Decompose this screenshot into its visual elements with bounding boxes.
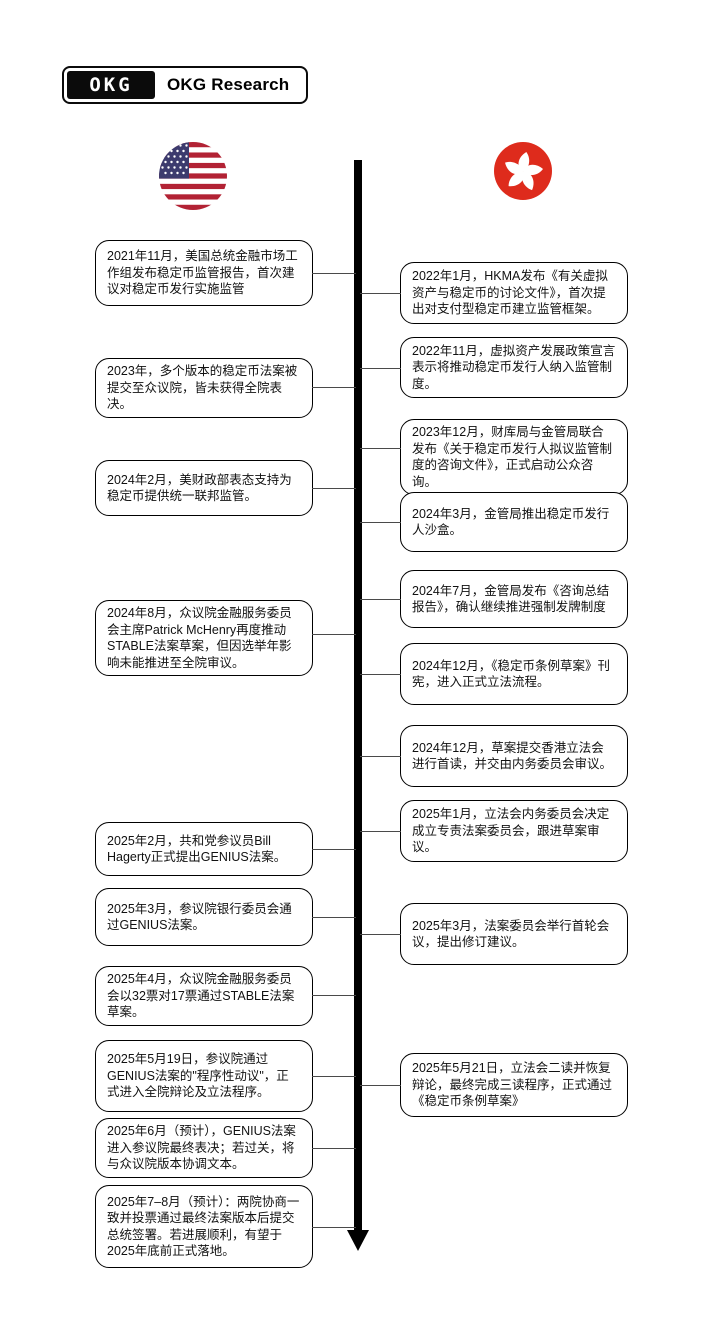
connector-line: [312, 1076, 356, 1078]
connector-line: [312, 488, 356, 490]
timeline-event-box-hk-3: 2024年3月，金管局推出稳定币发行人沙盒。: [400, 492, 628, 552]
timeline-event-box-hk-2: 2023年12月，财库局与金管局联合发布《关于稳定币发行人拟议监管制度的咨询文件…: [400, 419, 628, 495]
connector-line: [360, 293, 401, 295]
timeline-event-text: 2025年5月21日，立法会二读并恢复辩论，最终完成三读程序，正式通过《稳定币条…: [412, 1061, 613, 1109]
connector-line: [360, 1085, 401, 1087]
timeline-axis: [354, 160, 362, 1232]
timeline-event-box-hk-4: 2024年7月，金管局发布《咨询总结报告》，确认继续推进强制发牌制度: [400, 570, 628, 628]
connector-line: [312, 273, 356, 275]
connector-line: [360, 448, 401, 450]
timeline-event-box-hk-1: 2022年11月，虚拟资产发展政策宣言表示将推动稳定币发行人纳入监管制度。: [400, 337, 628, 398]
timeline-event-text: 2023年12月，财库局与金管局联合发布《关于稳定币发行人拟议监管制度的咨询文件…: [412, 425, 613, 489]
connector-line: [312, 387, 356, 389]
timeline-event-box-us-3: 2024年8月，众议院金融服务委员会主席Patrick McHenry再度推动S…: [95, 600, 313, 676]
timeline-event-box-hk-9: 2025年5月21日，立法会二读并恢复辩论，最终完成三读程序，正式通过《稳定币条…: [400, 1053, 628, 1117]
timeline-event-text: 2024年8月，众议院金融服务委员会主席Patrick McHenry再度推动S…: [107, 606, 292, 670]
timeline-event-text: 2024年2月，美财政部表态支持为稳定币提供统一联邦监管。: [107, 472, 292, 504]
connector-line: [360, 599, 401, 601]
timeline-event-text: 2025年1月，立法会内务委员会决定成立专责法案委员会，跟进草案审议。: [412, 807, 610, 855]
timeline-event-text: 2022年11月，虚拟资产发展政策宣言表示将推动稳定币发行人纳入监管制度。: [412, 343, 616, 391]
connector-line: [360, 522, 401, 524]
hk-flag-icon: [494, 142, 552, 200]
timeline-event-text: 2024年12月，《稳定币条例草案》刊宪，进入正式立法流程。: [412, 658, 610, 690]
okg-logo: OKG OKG Research: [62, 66, 309, 104]
timeline-event-box-hk-0: 2022年1月，HKMA发布《有关虚拟资产与稳定币的讨论文件》，首次提出对支付型…: [400, 262, 628, 324]
timeline-event-box-hk-6: 2024年12月，草案提交香港立法会进行首读，并交由内务委员会审议。: [400, 725, 628, 787]
connector-line: [360, 756, 401, 758]
timeline-event-text: 2021年11月，美国总统金融市场工作组发布稳定币监管报告，首次建议对稳定币发行…: [107, 249, 298, 297]
connector-line: [360, 831, 401, 833]
timeline-event-text: 2025年5月19日，参议院通过GENIUS法案的"程序性动议"，正式进入全院辩…: [107, 1052, 289, 1100]
timeline-event-text: 2022年1月，HKMA发布《有关虚拟资产与稳定币的讨论文件》，首次提出对支付型…: [412, 269, 608, 317]
timeline-event-text: 2025年7–8月（预计）：两院协商一致并投票通过最终法案版本后提交总统签署。若…: [107, 1194, 300, 1259]
connector-line: [312, 917, 356, 919]
timeline-event-text: 2025年3月，法案委员会举行首轮会议，提出修订建议。: [412, 918, 610, 950]
connector-line: [312, 633, 356, 635]
connector-line: [312, 849, 356, 851]
timeline-event-box-us-7: 2025年5月19日，参议院通过GENIUS法案的"程序性动议"，正式进入全院辩…: [95, 1040, 313, 1112]
timeline-event-box-us-0: 2021年11月，美国总统金融市场工作组发布稳定币监管报告，首次建议对稳定币发行…: [95, 240, 313, 306]
us-flag-icon: [159, 142, 227, 210]
timeline-event-box-us-9: 2025年7–8月（预计）：两院协商一致并投票通过最终法案版本后提交总统签署。若…: [95, 1185, 313, 1268]
timeline-event-box-hk-7: 2025年1月，立法会内务委员会决定成立专责法案委员会，跟进草案审议。: [400, 800, 628, 862]
connector-line: [360, 674, 401, 676]
connector-line: [360, 934, 401, 936]
timeline-event-text: 2025年3月，参议院银行委员会通过GENIUS法案。: [107, 901, 292, 933]
timeline-event-text: 2023年，多个版本的稳定币法案被提交至众议院，皆未获得全院表决。: [107, 364, 298, 411]
okg-logo-mark-icon: OKG: [67, 71, 155, 99]
okg-logo-mark-text: OKG: [89, 74, 133, 96]
okg-logo-label: OKG Research: [167, 75, 290, 94]
connector-line: [312, 1148, 356, 1150]
connector-line: [360, 367, 401, 369]
timeline-arrow-down-icon: [347, 1230, 369, 1251]
timeline-event-box-hk-5: 2024年12月，《稳定币条例草案》刊宪，进入正式立法流程。: [400, 643, 628, 705]
timeline-event-text: 2025年6月（预计），GENIUS法案进入参议院最终表决；若过关，将与众议院版…: [107, 1124, 296, 1172]
timeline-event-box-us-1: 2023年，多个版本的稳定币法案被提交至众议院，皆未获得全院表决。: [95, 358, 313, 418]
timeline-event-box-us-2: 2024年2月，美财政部表态支持为稳定币提供统一联邦监管。: [95, 460, 313, 516]
timeline-event-text: 2024年7月，金管局发布《咨询总结报告》，确认继续推进强制发牌制度: [412, 583, 610, 615]
timeline-event-text: 2025年4月，众议院金融服务委员会以32票对17票通过STABLE法案草案。: [107, 972, 295, 1019]
timeline-event-box-us-6: 2025年4月，众议院金融服务委员会以32票对17票通过STABLE法案草案。: [95, 966, 313, 1026]
timeline-event-text: 2025年2月，共和党参议员Bill Hagerty正式提出GENIUS法案。: [107, 833, 287, 865]
timeline-event-box-us-8: 2025年6月（预计），GENIUS法案进入参议院最终表决；若过关，将与众议院版…: [95, 1118, 313, 1178]
timeline-event-text: 2024年12月，草案提交香港立法会进行首读，并交由内务委员会审议。: [412, 740, 613, 772]
connector-line: [312, 995, 356, 997]
timeline-event-box-us-5: 2025年3月，参议院银行委员会通过GENIUS法案。: [95, 888, 313, 946]
timeline-event-box-hk-8: 2025年3月，法案委员会举行首轮会议，提出修订建议。: [400, 903, 628, 965]
timeline-event-box-us-4: 2025年2月，共和党参议员Bill Hagerty正式提出GENIUS法案。: [95, 822, 313, 876]
timeline-event-text: 2024年3月，金管局推出稳定币发行人沙盒。: [412, 506, 610, 538]
connector-line: [312, 1226, 356, 1228]
